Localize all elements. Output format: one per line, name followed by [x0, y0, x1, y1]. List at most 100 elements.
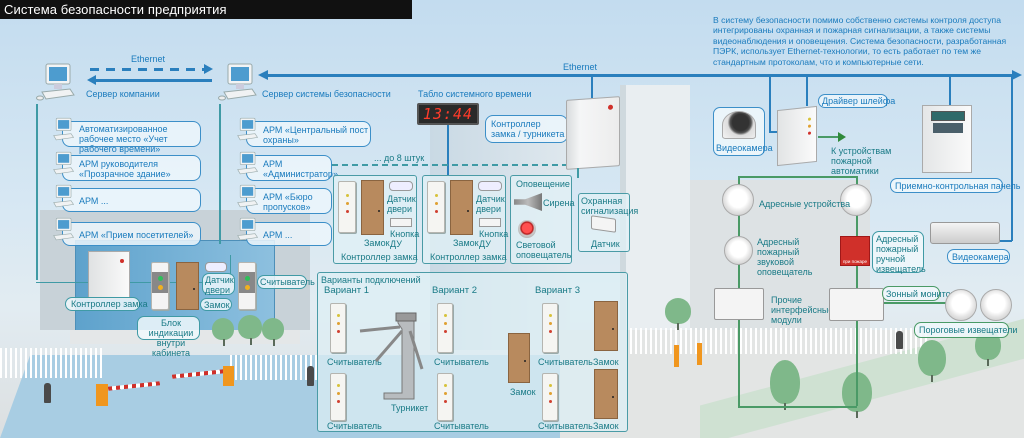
- threshold-detectors-label-box[interactable]: Пороговые извещатели: [914, 322, 1017, 338]
- camera-wire: [769, 131, 777, 133]
- workstation-label-box[interactable]: АРМ ...: [62, 188, 201, 212]
- office-door-icon[interactable]: [176, 262, 199, 310]
- workstation-computer-icon[interactable]: [234, 117, 260, 143]
- ethernet-bus[interactable]: [262, 74, 1014, 77]
- variant-name: Вариант 3: [535, 285, 581, 296]
- control-panel-label-box[interactable]: Приемно-контрольная панель: [890, 178, 1020, 193]
- workstation-computer-icon[interactable]: [234, 217, 260, 243]
- office-door-sensor-icon: [205, 262, 227, 272]
- workstation-computer-icon[interactable]: [234, 184, 260, 210]
- workstation-label-box[interactable]: Автоматизированное рабочее место «Учет р…: [62, 121, 201, 154]
- dome-camera-label: Видеокамера: [716, 143, 773, 153]
- office-reader-label-box[interactable]: Считыватель: [257, 275, 315, 289]
- workstation-computer-icon[interactable]: [50, 184, 76, 210]
- bus-drop-controller: [591, 76, 593, 98]
- workstation-computer-icon[interactable]: [50, 151, 76, 177]
- lock-controller-unit[interactable]: Датчик двери Замок Кнопка ДУ Контроллер …: [333, 175, 420, 264]
- door-lock-icon[interactable]: [508, 333, 530, 383]
- turnstile-controller-label-box[interactable]: Контроллер замка / турникета: [485, 115, 568, 143]
- office-lock-label: Замок: [204, 300, 230, 310]
- manual-call-point-icon[interactable]: при пожаре: [840, 236, 870, 266]
- light-notifier-label: Световой оповещатель: [516, 240, 572, 260]
- person-silhouette: [896, 331, 903, 349]
- notification-group[interactable]: Оповещение Сирена Световой оповещатель: [510, 175, 575, 264]
- turnstile-label: Турникет: [391, 403, 429, 413]
- workstation-computer-icon[interactable]: [50, 117, 76, 143]
- addressable-smoke-detector-icon[interactable]: [722, 184, 754, 216]
- remote-button-label: Кнопка ДУ: [390, 229, 420, 249]
- barrier-post-right: [223, 366, 234, 386]
- reader-label: Считыватель: [538, 421, 593, 431]
- indicator-block-label: Блок индикации внутри кабинета: [148, 318, 194, 358]
- lock-controller-cabinet-icon[interactable]: [88, 251, 130, 299]
- control-panel-label: Приемно-контрольная панель: [895, 181, 1021, 191]
- lock-controller-unit[interactable]: Датчик двери Замок Кнопка ДУ Контроллер …: [422, 175, 508, 264]
- fence-middle: [230, 355, 320, 380]
- reader-icon[interactable]: [437, 373, 453, 421]
- connection-variants-title: Варианты подключений: [321, 275, 421, 285]
- workstation-label-box[interactable]: АРМ ...: [246, 222, 332, 246]
- turnstile-controller-label: Контроллер замка / турникета: [491, 119, 565, 139]
- company-server-computer-icon[interactable]: [36, 62, 78, 104]
- door-lock-icon: [361, 180, 384, 235]
- workstation-computer-icon[interactable]: [50, 217, 76, 243]
- clock-time-value: 13:44: [422, 105, 474, 123]
- page-title: Система безопасности предприятия: [0, 0, 412, 19]
- bus-drop-camera: [769, 76, 771, 131]
- camera-box-wire: [1000, 240, 1012, 242]
- motion-sensor-icon: [591, 215, 616, 233]
- indicator-block-icon[interactable]: [151, 262, 169, 310]
- threshold-detector-icon[interactable]: [945, 289, 977, 321]
- fire-loop-wire: [738, 176, 857, 178]
- reader-icon[interactable]: [542, 303, 558, 353]
- indicator-block-label-box[interactable]: Блок индикации внутри кабинета: [137, 316, 200, 358]
- reader-icon[interactable]: [330, 303, 346, 353]
- zone-monitor-label-box[interactable]: Зонный монитор: [882, 286, 956, 301]
- bus-drop-camera-box: [1011, 76, 1013, 241]
- control-panel-device[interactable]: [922, 105, 972, 173]
- workstation-label-box[interactable]: АРМ руководителя «Прозрачное здание»: [62, 155, 201, 181]
- controller-cabinet-icon[interactable]: [566, 96, 620, 170]
- security-server-computer-icon[interactable]: [218, 62, 260, 104]
- loop-driver-device[interactable]: [777, 105, 817, 167]
- office-lock-label-box[interactable]: Замок: [200, 298, 232, 311]
- turnstile-icon[interactable]: [358, 309, 428, 404]
- box-camera-label-box[interactable]: Видеокамера: [947, 249, 1010, 264]
- lock-label: Замок: [593, 357, 619, 367]
- workstation-label-box[interactable]: АРМ «Администратор»: [246, 155, 338, 181]
- security-alarm-group[interactable]: Охранная сигнализация Датчик: [578, 193, 638, 252]
- notification-title: Оповещение: [516, 179, 570, 189]
- workstation-label-box[interactable]: АРМ «Бюро пропусков»: [246, 188, 332, 214]
- system-time-display[interactable]: 13:44: [417, 103, 479, 125]
- siren-icon: [514, 193, 542, 211]
- zone-monitor-label: Зонный монитор: [886, 289, 956, 299]
- loop-driver-label-box[interactable]: Драйвер шлейфа: [818, 94, 895, 108]
- interface-module-icon[interactable]: [714, 288, 764, 320]
- dome-camera-box[interactable]: Видеокамера: [713, 107, 773, 156]
- security-server-label: Сервер системы безопасности: [262, 89, 391, 99]
- addressable-smoke-detector-icon[interactable]: [840, 184, 872, 216]
- workstation-label-box[interactable]: АРМ «Прием посетителей»: [62, 222, 201, 246]
- reader-icon[interactable]: [542, 373, 558, 421]
- threshold-detectors-label: Пороговые извещатели: [919, 325, 1018, 335]
- reader-icon[interactable]: [437, 303, 453, 353]
- reader-icon[interactable]: [330, 373, 346, 421]
- office-reader-icon[interactable]: [238, 262, 256, 310]
- sound-notifier-icon[interactable]: [724, 236, 753, 265]
- office-lock-controller-label-box[interactable]: Контроллер замка: [65, 297, 148, 311]
- threshold-detector-icon[interactable]: [980, 289, 1012, 321]
- sensor-label: Датчик: [591, 239, 620, 249]
- workstation-computer-icon[interactable]: [234, 151, 260, 177]
- box-camera-icon[interactable]: [930, 222, 1000, 244]
- office-door-sensor-label-box[interactable]: Датчик двери: [202, 273, 235, 295]
- controller-wire-down: [577, 168, 579, 178]
- workstation-label-box[interactable]: АРМ «Центральный пост охраны»: [246, 121, 371, 147]
- door-lock-icon[interactable]: [594, 369, 618, 419]
- manual-call-point-label-box[interactable]: Адресный пожарный ручной извещатель: [872, 231, 926, 274]
- zone-monitor-icon[interactable]: [829, 288, 884, 321]
- fire-automation-label: К устройствам пожарной автоматики: [831, 146, 892, 176]
- company-server-label: Сервер компании: [86, 89, 160, 99]
- door-sensor-icon: [389, 181, 413, 191]
- door-lock-icon[interactable]: [594, 301, 618, 351]
